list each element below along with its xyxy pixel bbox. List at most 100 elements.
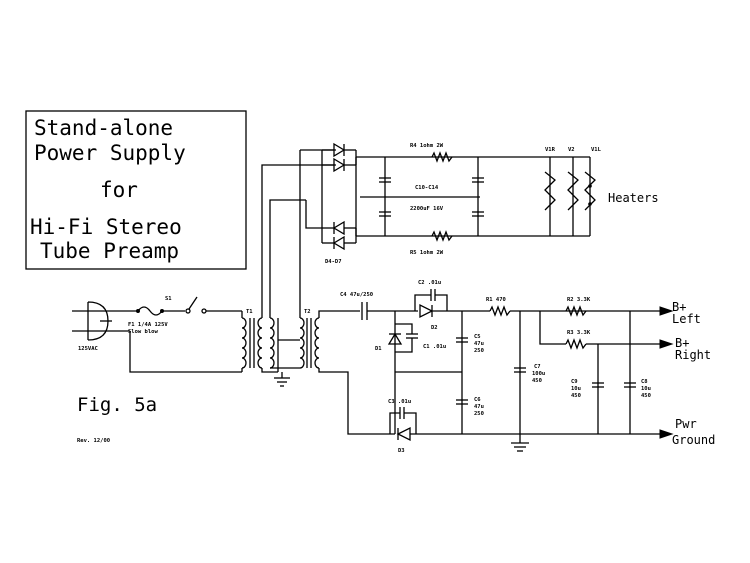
t1-primary [241,317,247,369]
r4-label: R4 1ohm 2W [410,143,444,149]
capacitors-c10-c14: C10-C14 2200uF 16V [360,157,484,236]
tube-heaters: V1R V2 V1L Heaters [544,147,659,236]
c5-value: 47u [474,341,484,347]
diode-d4 [333,142,346,158]
output-bplus-right: B+ Right [659,336,711,362]
arrow-right-output [659,339,674,349]
arrow-ground-output [659,429,674,439]
r1-symbol [489,305,511,317]
c4-label: C4 47u/250 [340,292,373,298]
r5-symbol [431,230,453,242]
c7-label: C7 [534,364,541,370]
ac-plug: 125VAC [72,301,112,352]
c1-label: C1 .01u [423,344,446,350]
c6-voltage: 250 [474,411,484,417]
transformer-t1: T1 [241,309,275,372]
diode-d2-c2: C2 .01u D2 [414,280,462,331]
diode-d3-c3: C3 .01u D3 [388,399,462,454]
t1-label: T1 [246,309,253,315]
resistor-r4: R4 1ohm 2W [410,143,453,163]
diode-d6 [332,220,345,236]
resistor-r2: R2 3.3K [565,297,591,317]
t1-heater-lead-b [269,199,306,318]
capacitor-c7: C7 100u 450 [514,311,545,434]
d1-label: D1 [375,346,382,352]
r4-symbol [431,151,453,163]
output-ground-line-2: Ground [672,433,715,447]
d2-label: D2 [431,325,438,331]
v2-label: V2 [568,147,575,153]
heater-bridge-d4-d7: D4-D7 [305,142,357,265]
transformer-t2: T2 [299,150,320,369]
output-ground: Pwr Ground [659,417,715,447]
t1-heater-lead-a [261,164,336,318]
r2-symbol [565,305,587,317]
revision-label: Rev. 12/00 [77,438,110,444]
title-line-1: Stand-alone [34,116,173,140]
output-left-line-2: Left [672,312,701,326]
c9-label: C9 [571,379,578,385]
output-right-line-2: Right [675,348,711,362]
c8-voltage: 450 [641,393,651,399]
diode-d2 [419,303,434,319]
t1-secondary [257,317,263,369]
r1-label: R1 470 [486,297,506,303]
capacitors-c5-c6: C5 47u 250 C6 47u 250 [395,311,484,434]
c5-label: C5 [474,334,481,340]
t1-heater-winding [269,317,275,369]
c8-label: C8 [641,379,648,385]
diode-d3 [396,426,411,442]
c8-value: 10u [641,386,651,392]
diode-d1 [387,332,403,345]
fuse-symbol [137,306,163,316]
c3-label: C3 .01u [388,399,411,405]
capacitor-c4: C4 47u/250 [340,292,418,320]
v1l-label: V1L [591,147,602,153]
chassis-ground [274,372,290,387]
resistor-r5: R5 1ohm 2W [410,230,453,256]
arrow-left-output [659,306,674,316]
title-box: Stand-alone Power Supply for Hi-Fi Stere… [25,110,247,270]
title-frame [25,110,247,270]
switch-s1: S1 [165,296,242,314]
resistor-r3: R3 3.3K [539,311,660,350]
output-ground-line-1: Pwr [675,417,697,431]
output-bplus-left: B+ Left [659,300,701,326]
t2-secondary [314,317,320,369]
r5-label: R5 1ohm 2W [410,250,444,256]
fuse-label: F1 1/4A 125V [128,322,168,328]
figure-label: Fig. 5a [77,394,157,416]
fuse-f1: F1 1/4A 125V Slow blow [100,306,185,335]
c2-label: C2 .01u [418,280,441,286]
heaters-label: Heaters [608,191,659,205]
c7-voltage: 450 [532,378,542,384]
c6-label: C6 [474,397,481,403]
title-line-3: for [100,178,138,202]
c6-value: 47u [474,404,484,410]
ground-symbol [511,434,529,452]
resistor-r1: R1 470 [462,297,511,317]
capacitor-c8: C8 10u 450 [624,311,651,434]
t2-primary [299,317,305,369]
r3-symbol [565,338,587,350]
diode-d5 [333,157,346,173]
c9-value: 10u [571,386,581,392]
d4-d7-label: D4-D7 [325,259,342,265]
v1r-label: V1R [545,147,556,153]
title-line-2: Power Supply [34,141,186,165]
capacitor-c9: C9 10u 450 [571,344,604,434]
title-line-5: Tube Preamp [40,239,179,263]
output-left-line-1: B+ [672,300,686,314]
c9-voltage: 450 [571,393,581,399]
title-line-4: Hi-Fi Stereo [30,215,182,239]
heater-v1r [544,171,556,211]
switch-label: S1 [165,296,172,302]
switch-lever [188,296,198,310]
t2-label: T2 [304,309,311,315]
diode-d7 [332,235,345,251]
c10-c14-label: C10-C14 [415,185,439,191]
heater-v2 [567,171,579,211]
c5-voltage: 250 [474,348,484,354]
d3-label: D3 [398,448,405,454]
